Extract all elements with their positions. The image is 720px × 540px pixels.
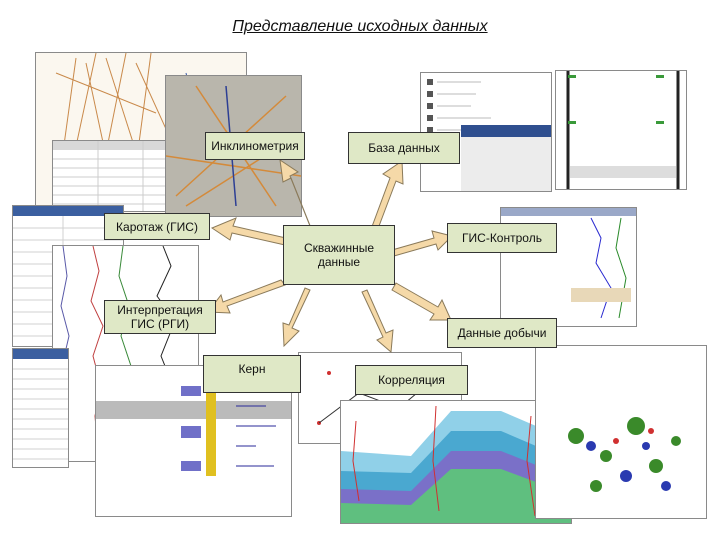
gis-control-log-screenshot xyxy=(555,70,687,190)
node-inclinometry-label: Инклинометрия xyxy=(211,139,299,153)
node-production: Данные добычи xyxy=(447,318,557,348)
node-gis-control-label: ГИС-Контроль xyxy=(462,231,542,245)
production-bubble-map-screenshot xyxy=(535,345,707,519)
arrow-to-production xyxy=(391,282,452,321)
node-interpretation-label: Интерпретация ГИС (РГИ) xyxy=(117,303,203,331)
node-logging-label: Каротаж (ГИС) xyxy=(116,219,198,234)
node-core-label: Керн xyxy=(238,362,266,376)
node-database: База данных xyxy=(348,132,460,164)
node-correlation-label: Корреляция xyxy=(378,373,445,387)
arrow-to-database xyxy=(369,160,404,235)
node-inclinometry: Инклинометрия xyxy=(205,132,305,160)
node-interpretation: Интерпретация ГИС (РГИ) xyxy=(104,300,216,334)
arrow-to-core xyxy=(282,287,311,348)
node-gis-control: ГИС-Контроль xyxy=(447,223,557,253)
core-table-screenshot xyxy=(12,348,69,468)
correlation-section-screenshot xyxy=(340,400,572,524)
arrow-to-correlation xyxy=(361,289,394,354)
node-core: Керн xyxy=(203,355,301,393)
node-correlation: Корреляция xyxy=(355,365,468,395)
arrow-to-logging xyxy=(210,217,287,246)
node-production-label: Данные добычи xyxy=(457,326,547,340)
arrow-to-gis-control xyxy=(391,230,453,257)
node-center-label: Скважинные данные xyxy=(303,241,375,269)
node-center: Скважинные данные xyxy=(283,225,395,285)
page-title: Представление исходных данных xyxy=(232,18,488,35)
arrow-to-interpretation xyxy=(207,279,286,314)
node-logging: Каротаж (ГИС) xyxy=(104,213,210,240)
node-database-label: База данных xyxy=(368,141,440,155)
